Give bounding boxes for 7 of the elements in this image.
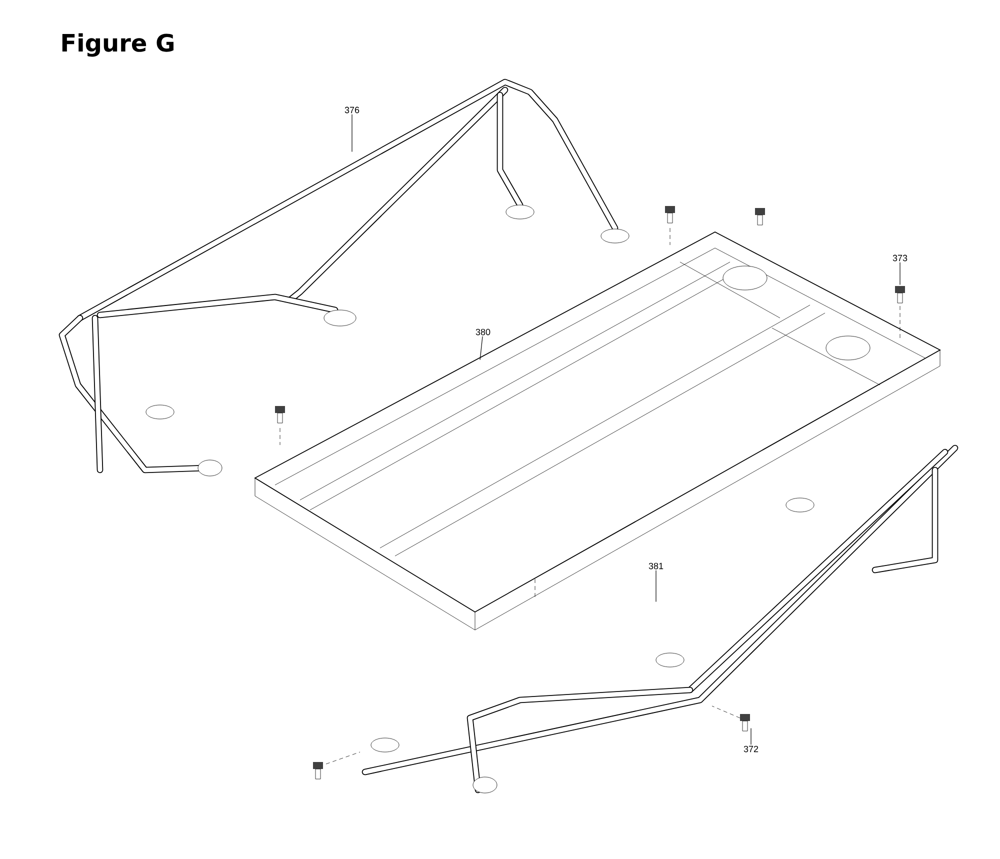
guard-frame-drawing [58, 78, 630, 476]
figure-title: Figure G [62, 33, 174, 57]
bolt-drawing [895, 286, 905, 340]
leader-line [750, 728, 752, 745]
leader-line [480, 336, 483, 360]
guard-frame-drawing [362, 444, 958, 794]
callout-number: 373 [892, 254, 908, 262]
